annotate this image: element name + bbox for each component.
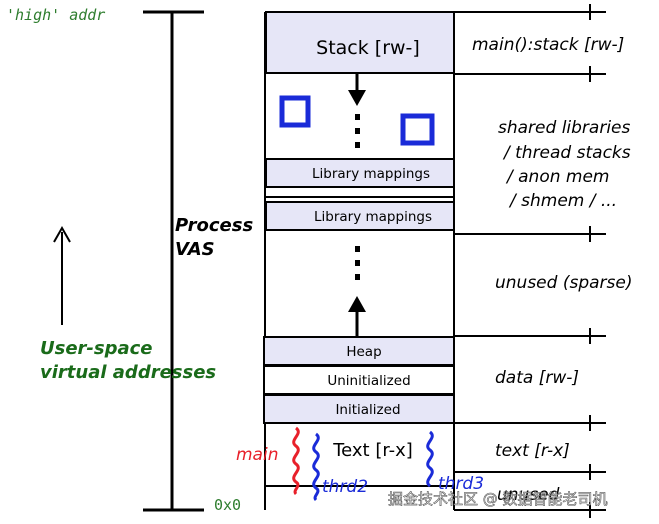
- watermark: 掘金技术社区 @ 数据智能老司机: [388, 490, 608, 508]
- user-space-arrow: [53, 225, 71, 325]
- region-label-shared-1: shared libraries: [498, 118, 631, 138]
- stack-label: Stack [rw-]: [316, 37, 420, 59]
- region-label-text: text [r-x]: [495, 441, 570, 461]
- heap-growth-arrow: [348, 246, 366, 336]
- thread-main-label: main: [236, 445, 278, 465]
- library-mapping-1: [265, 158, 455, 188]
- thread-2-label: thrd2: [322, 477, 368, 497]
- library-mapping-1-label: Library mappings: [312, 166, 430, 182]
- region-label-unused-bottom: unused: [497, 485, 560, 505]
- thread-stack-square-1: [279, 95, 311, 128]
- stack-segment: [265, 11, 455, 74]
- heap-segment: [263, 336, 455, 366]
- zero-addr-label: 0x0: [214, 496, 241, 514]
- vas-axis: [143, 10, 204, 512]
- thread-3-label: thrd3: [438, 474, 484, 494]
- region-dividers: [454, 4, 606, 518]
- thread-3-squiggle: [426, 430, 434, 488]
- library-mapping-2-label: Library mappings: [314, 209, 432, 225]
- heap-label: Heap: [346, 344, 381, 360]
- region-label-shared-2: / thread stacks: [502, 143, 631, 163]
- region-label-stack: main():stack [rw-]: [472, 35, 624, 55]
- user-space-line1: User-space: [40, 338, 153, 359]
- region-label-shared-3: / anon mem: [505, 167, 609, 187]
- uninitialized-label: Uninitialized: [327, 373, 410, 389]
- region-label-data: data [rw-]: [495, 368, 579, 388]
- thread-stack-square-2: [400, 113, 435, 146]
- region-label-unused-sparse: unused (sparse): [495, 273, 632, 293]
- initialized-label: Initialized: [335, 402, 400, 418]
- initialized-segment: [263, 394, 455, 424]
- uninitialized-segment: [263, 365, 455, 395]
- high-addr-label: 'high' addr: [6, 6, 105, 24]
- stack-growth-arrow: [348, 74, 366, 148]
- thread-main-squiggle: [292, 426, 300, 496]
- process-vas-line1: Process: [175, 215, 253, 236]
- library-mapping-2: [265, 201, 455, 231]
- user-space-line2: virtual addresses: [40, 362, 216, 383]
- text-segment-label: Text [r-x]: [332, 440, 413, 461]
- region-label-shared-4: / shmem / ...: [508, 191, 617, 211]
- process-vas-line2: VAS: [175, 239, 215, 260]
- thread-2-squiggle: [312, 432, 320, 502]
